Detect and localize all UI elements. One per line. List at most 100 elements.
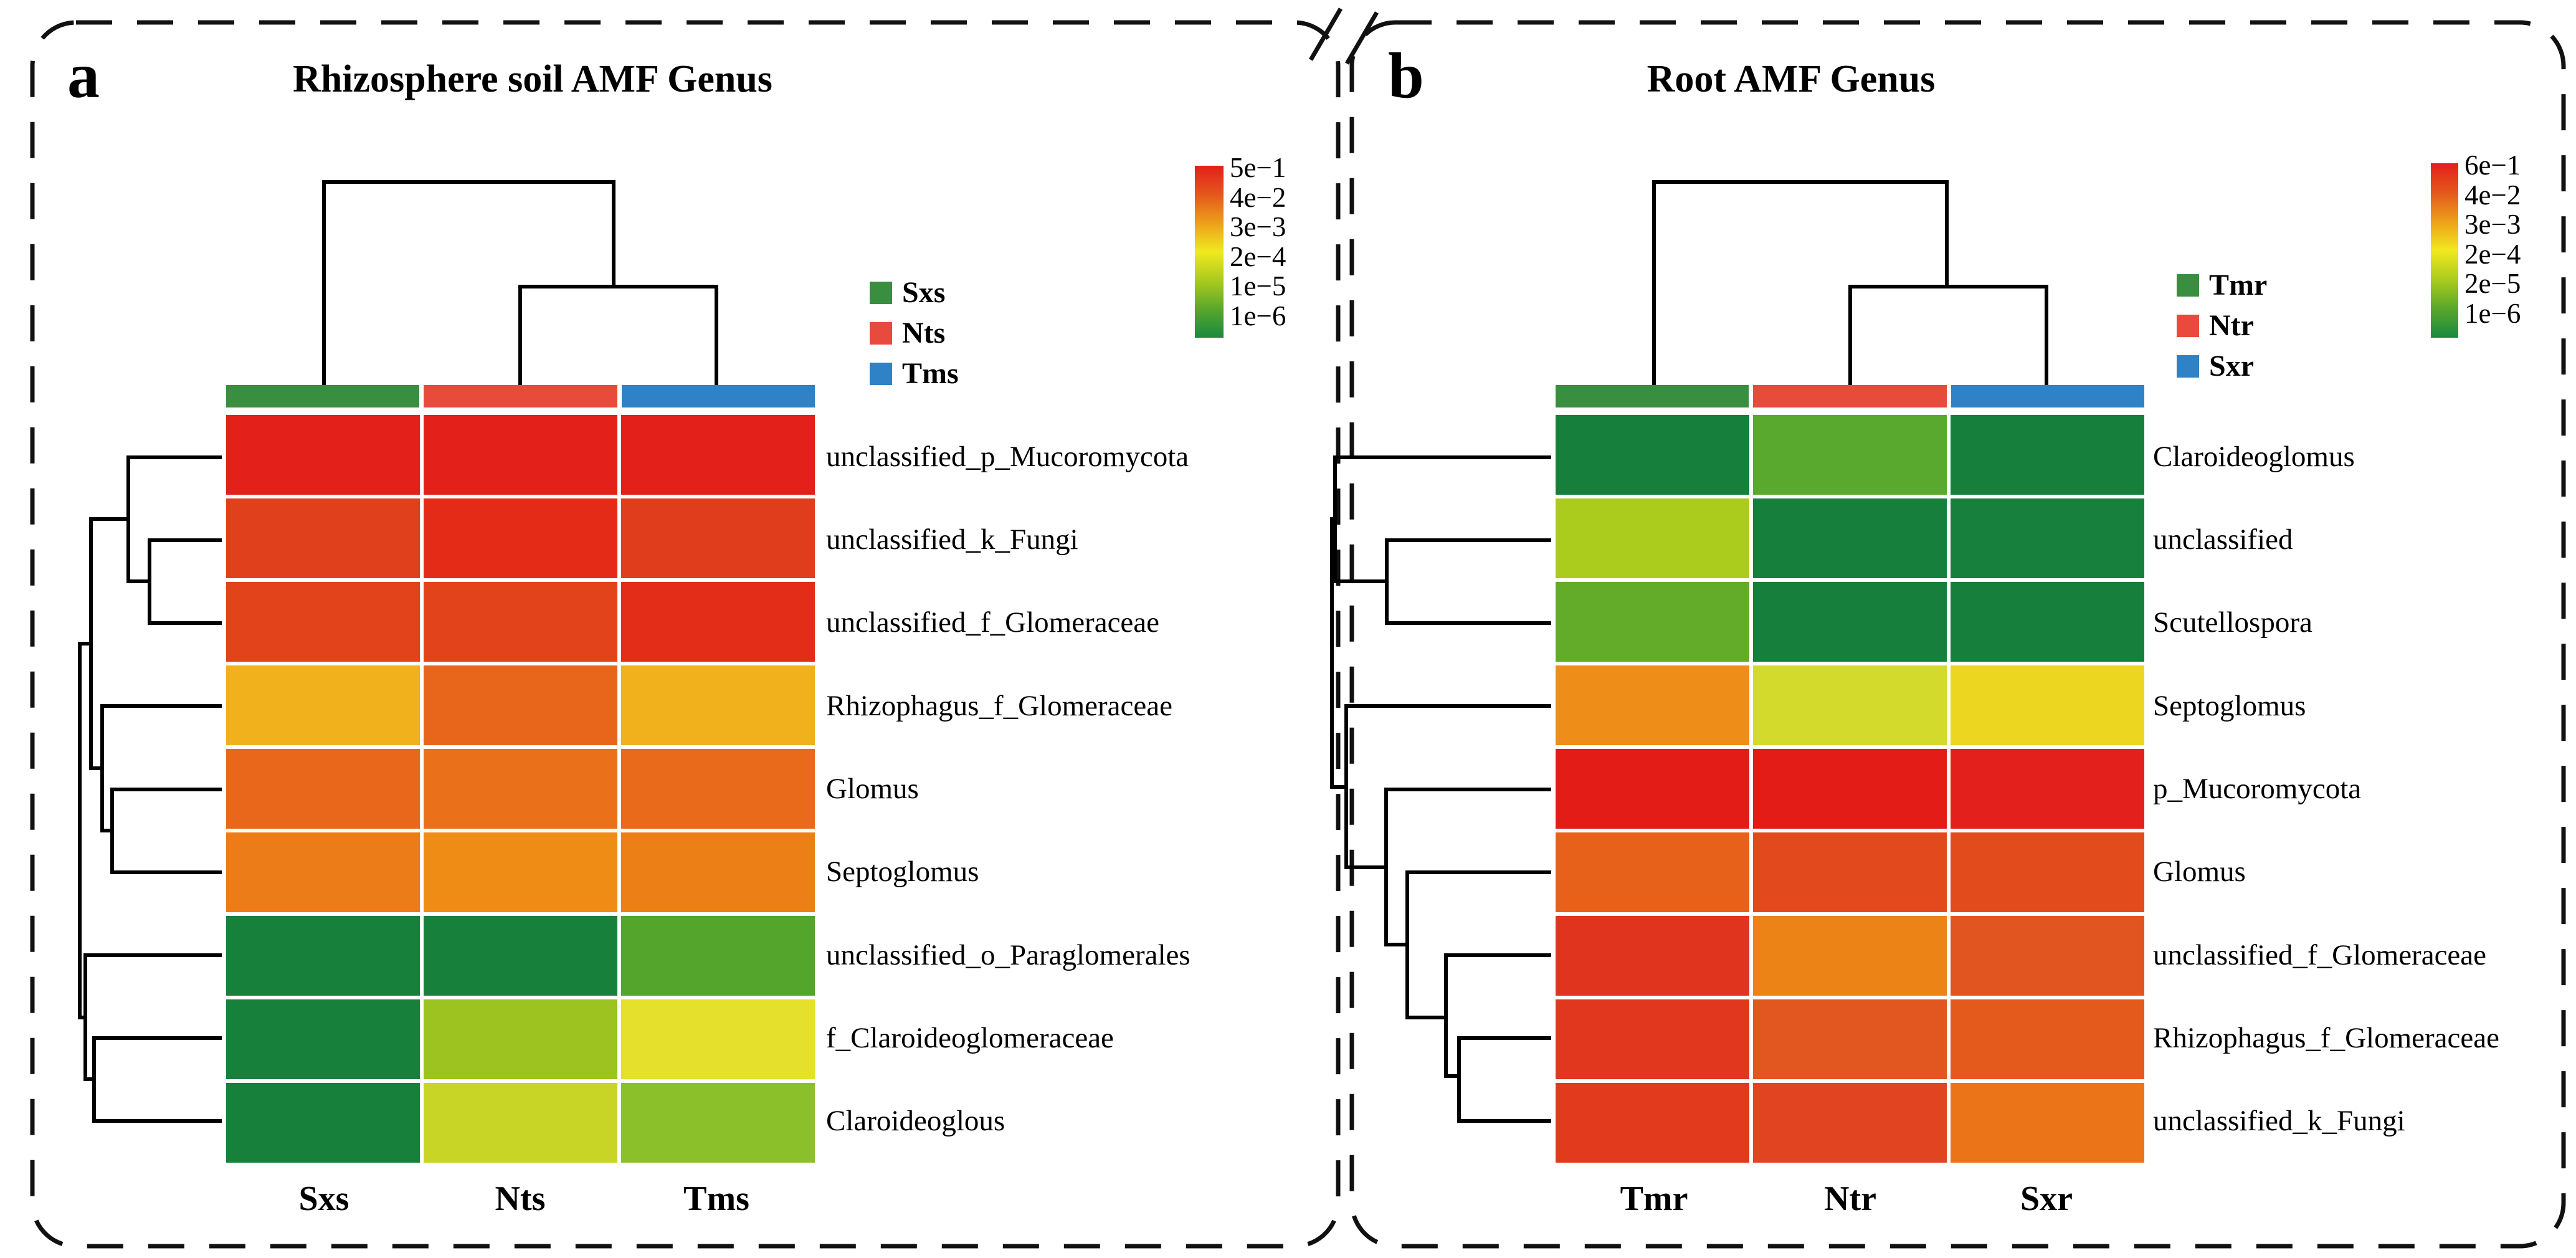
panel-b-column-group-strip: [1556, 385, 2144, 407]
heatmap-cell: [1753, 582, 1947, 662]
heatmap-cell: [1556, 832, 1749, 912]
heatmap-cell: [621, 665, 815, 745]
heatmap-cell: [1556, 999, 1749, 1079]
heatmap-cell: [1753, 1083, 1947, 1163]
heatmap-cell: [1951, 498, 2144, 578]
heatmap-cell: [621, 916, 815, 996]
column-group-strip-segment: [226, 385, 420, 407]
panel-b-title: Root AMF Genus: [1647, 58, 1936, 100]
heatmap-cell: [424, 415, 617, 495]
heatmap-cell: [1951, 582, 2144, 662]
row-label: unclassified_f_Glomeraceae: [2153, 938, 2487, 971]
row-label: Septoglomus: [826, 855, 979, 889]
colorbar-tick: 3e−3: [2464, 209, 2521, 240]
panel-a-column-label: Tms: [683, 1179, 749, 1218]
colorbar-tick: 1e−6: [1230, 300, 1286, 331]
legend-label: Ntr: [2209, 309, 2254, 342]
heatmap-cell: [1556, 582, 1749, 662]
legend-swatch-green: [870, 282, 892, 304]
legend-swatch-blue: [2177, 355, 2199, 378]
heatmap-cell: [1753, 749, 1947, 829]
panel-a-colorbar-ticks: 5e−1 4e−2 3e−3 2e−4 1e−5 1e−6: [1230, 153, 1286, 331]
colorbar-tick: 6e−1: [2464, 150, 2521, 181]
heatmap-cell: [1951, 999, 2144, 1079]
heatmap-cell: [1951, 415, 2144, 495]
row-label: unclassified_o_Paraglomerales: [826, 938, 1191, 971]
legend-label: Tms: [902, 357, 959, 390]
heatmap-cell: [1753, 665, 1947, 745]
colorbar-tick: 5e−1: [1230, 152, 1286, 183]
legend-item: Nts: [870, 318, 959, 348]
row-label: Claroideoglous: [826, 1105, 1005, 1138]
heatmap-cell: [424, 916, 617, 996]
heatmap-cell: [1753, 999, 1947, 1079]
column-group-strip-segment: [1556, 385, 1749, 407]
row-label: Rhizophagus_f_Glomeraceae: [826, 689, 1172, 722]
legend-item: Tmr: [2177, 270, 2267, 300]
colorbar-tick: 2e−4: [1230, 241, 1286, 272]
heatmap-cell: [424, 665, 617, 745]
panel-b-border: [1349, 20, 2566, 1249]
heatmap-cell: [1951, 749, 2144, 829]
heatmap-cell: [424, 749, 617, 829]
panel-a-legend: Sxs Nts Tms: [870, 278, 959, 389]
heatmap-cell: [1556, 665, 1749, 745]
heatmap-cell: [226, 582, 420, 662]
panel-b-colorbar-ticks: 6e−1 4e−2 3e−3 2e−4 2e−5 1e−6: [2464, 150, 2521, 329]
legend-label: Nts: [902, 317, 946, 350]
colorbar-tick: 2e−4: [2464, 238, 2521, 270]
panel-a-row-dendrogram: [78, 455, 222, 1123]
row-label: unclassified_f_Glomeraceae: [826, 606, 1160, 639]
heatmap-cell: [1556, 749, 1749, 829]
column-group-strip-segment: [621, 385, 815, 407]
panel-b-column-label: Tmr: [1620, 1179, 1688, 1218]
row-label: unclassified_k_Fungi: [826, 523, 1078, 556]
legend-swatch-blue: [870, 363, 892, 385]
heatmap-cell: [1556, 415, 1749, 495]
panel-a-column-group-strip: [226, 385, 815, 407]
panel-b-column-label: Sxr: [2020, 1179, 2073, 1218]
heatmap-cell: [1753, 498, 1947, 578]
heatmap-cell: [621, 999, 815, 1079]
heatmap-cell: [1753, 916, 1947, 996]
heatmap-cell: [226, 665, 420, 745]
colorbar-tick: 1e−6: [2464, 297, 2521, 329]
panel-cut-marks: [1308, 7, 1379, 65]
heatmap-cell: [424, 999, 617, 1079]
legend-label: Sxs: [902, 276, 946, 309]
legend-swatch-red: [2177, 315, 2199, 337]
row-label: unclassified: [2153, 523, 2293, 556]
heatmap-cell: [1951, 665, 2144, 745]
panel-a-border: [30, 20, 1341, 1249]
heatmap-cell: [1556, 498, 1749, 578]
legend-swatch-green: [2177, 274, 2199, 297]
row-label: Septoglomus: [2153, 689, 2306, 722]
legend-item: Tms: [870, 359, 959, 389]
row-label: Claroideoglomus: [2153, 440, 2355, 473]
colorbar-tick: 4e−2: [1230, 181, 1286, 213]
colorbar-tick: 2e−5: [2464, 268, 2521, 299]
row-label: p_Mucoromycota: [2153, 772, 2362, 805]
panel-a-label: a: [67, 40, 100, 112]
heatmap-cell: [1753, 832, 1947, 912]
heatmap-cell: [1556, 1083, 1749, 1163]
panel-a-column-label: Sxs: [298, 1179, 349, 1218]
heatmap-cell: [621, 832, 815, 912]
colorbar-tick: 3e−3: [1230, 211, 1286, 242]
row-label: Scutellospora: [2153, 606, 2312, 639]
colorbar-tick: 4e−2: [2464, 179, 2521, 211]
panel-b-row-labels: Claroideoglomus unclassified Scutellospo…: [2153, 415, 2576, 1163]
panel-b-heatmap: [1556, 415, 2144, 1163]
panel-a-title: Rhizosphere soil AMF Genus: [293, 58, 772, 100]
column-group-strip-segment: [424, 385, 617, 407]
heatmap-cell: [424, 1083, 617, 1163]
legend-swatch-red: [870, 322, 892, 345]
heatmap-cell: [1951, 916, 2144, 996]
heatmap-cell: [226, 498, 420, 578]
panel-a-column-dendrogram: [322, 180, 718, 385]
heatmap-cell: [226, 1083, 420, 1163]
panel-b-legend: Tmr Ntr Sxr: [2177, 270, 2267, 381]
column-group-strip-segment: [1951, 385, 2144, 407]
panel-b-column-label: Ntr: [1824, 1179, 1876, 1218]
